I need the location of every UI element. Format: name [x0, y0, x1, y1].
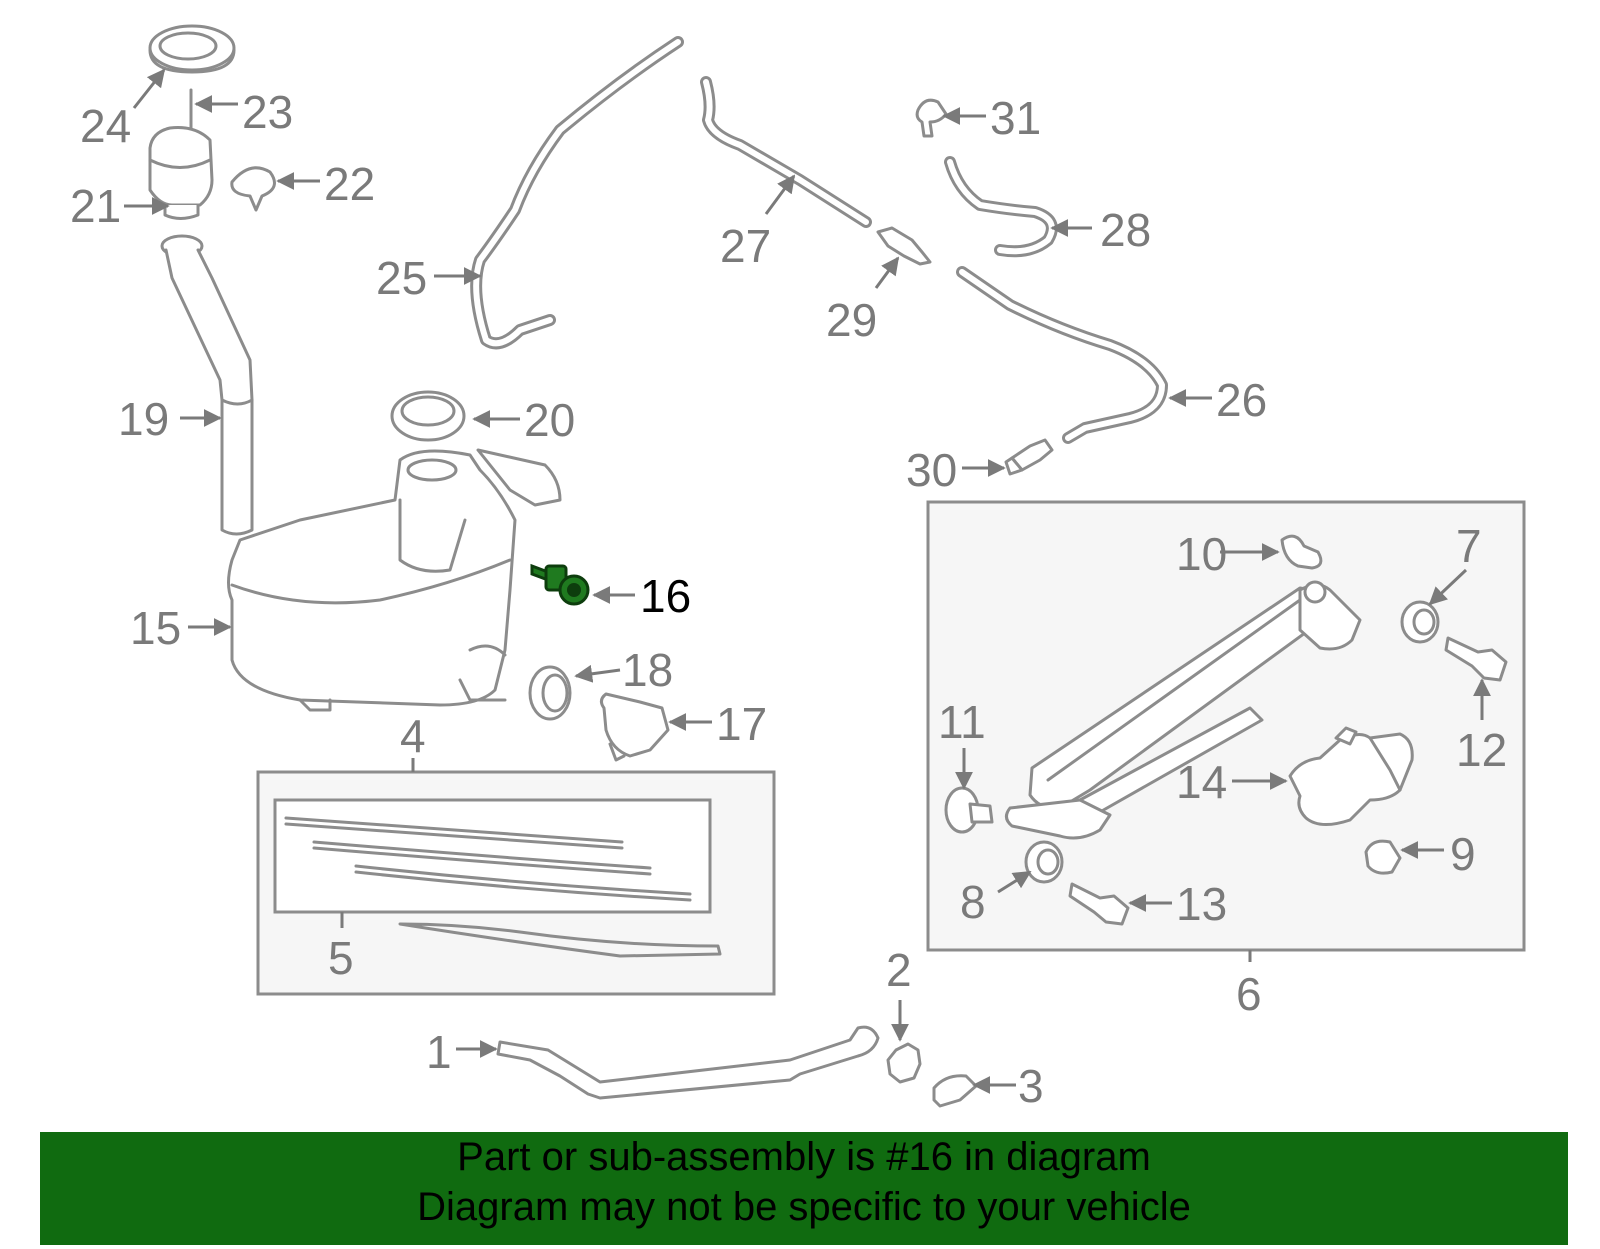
part-19-filler-tube [160, 234, 254, 536]
part-27-hose [700, 76, 872, 228]
leader-29 [874, 256, 900, 289]
leader-18 [574, 664, 621, 683]
label-9: 9 [1450, 828, 1476, 880]
part-9-grommet [1364, 839, 1402, 875]
part-3-cap [932, 1074, 978, 1108]
part-18-grommet [528, 665, 572, 721]
part-8-bushing [1024, 840, 1064, 884]
banner-line-1: Part or sub-assembly is #16 in diagram [457, 1135, 1151, 1179]
part-7-bushing [1400, 600, 1440, 644]
label-11: 11 [938, 696, 986, 748]
leader-7 [1428, 568, 1468, 606]
part-14-wiper-motor [1288, 726, 1414, 826]
label-14: 14 [1176, 756, 1227, 808]
label-30: 30 [906, 444, 957, 496]
part-25-hose [470, 36, 684, 350]
label-29: 29 [826, 294, 877, 346]
label-13: 13 [1176, 878, 1227, 930]
part-11-bolt [944, 786, 994, 834]
part-1-wiper-arm [496, 1025, 880, 1100]
label-6: 6 [1236, 968, 1262, 1020]
part-20-grommet [390, 390, 466, 442]
label-8: 8 [960, 876, 986, 928]
part-13-bolt [1068, 882, 1130, 926]
label-12: 12 [1456, 724, 1507, 776]
label-25: 25 [376, 252, 427, 304]
part-30-connector [1004, 438, 1054, 476]
label-15: 15 [130, 602, 181, 654]
part-26-hose [956, 266, 1168, 444]
part-21-filler-cap-assembly [148, 126, 214, 220]
label-10: 10 [1176, 528, 1227, 580]
part-24-cap [148, 24, 236, 74]
label-16: 16 [640, 570, 691, 622]
part-22-clip [230, 166, 276, 212]
part-2-nut [886, 1042, 922, 1084]
leader-8 [997, 870, 1032, 894]
leader-27 [764, 174, 796, 215]
label-24: 24 [80, 100, 131, 152]
callout-labels: 24 23 21 22 19 20 15 16 18 17 25 27 29 2… [70, 86, 1507, 1112]
label-26: 26 [1216, 374, 1267, 426]
leader-24 [132, 68, 166, 109]
label-19: 19 [118, 393, 169, 445]
part-17-level-sensor [599, 692, 670, 762]
label-20: 20 [524, 394, 575, 446]
part-16-washer-pump[interactable] [530, 563, 590, 606]
part-10-bolt [1280, 534, 1323, 570]
label-5: 5 [328, 932, 354, 984]
banner-line-2: Diagram may not be specific to your vehi… [417, 1185, 1191, 1229]
label-2: 2 [886, 944, 912, 996]
label-21: 21 [70, 180, 121, 232]
label-18: 18 [622, 644, 673, 696]
label-31: 31 [990, 92, 1041, 144]
label-22: 22 [324, 158, 375, 210]
label-3: 3 [1018, 1060, 1044, 1112]
leader-lines [124, 68, 1491, 1094]
label-27: 27 [720, 220, 771, 272]
label-7: 7 [1456, 520, 1482, 572]
label-1: 1 [426, 1026, 452, 1078]
label-17: 17 [716, 698, 767, 750]
label-4: 4 [400, 710, 426, 762]
label-23: 23 [242, 86, 293, 138]
part-29-connector [876, 226, 932, 266]
part-12-bolt [1444, 636, 1508, 682]
part-28-hose [944, 156, 1058, 258]
part-31-nozzle [915, 98, 948, 138]
part-4-box [256, 770, 776, 996]
label-28: 28 [1100, 204, 1151, 256]
part-15-washer-tank [227, 448, 562, 712]
info-banner: Part or sub-assembly is #16 in diagram D… [40, 1132, 1568, 1245]
